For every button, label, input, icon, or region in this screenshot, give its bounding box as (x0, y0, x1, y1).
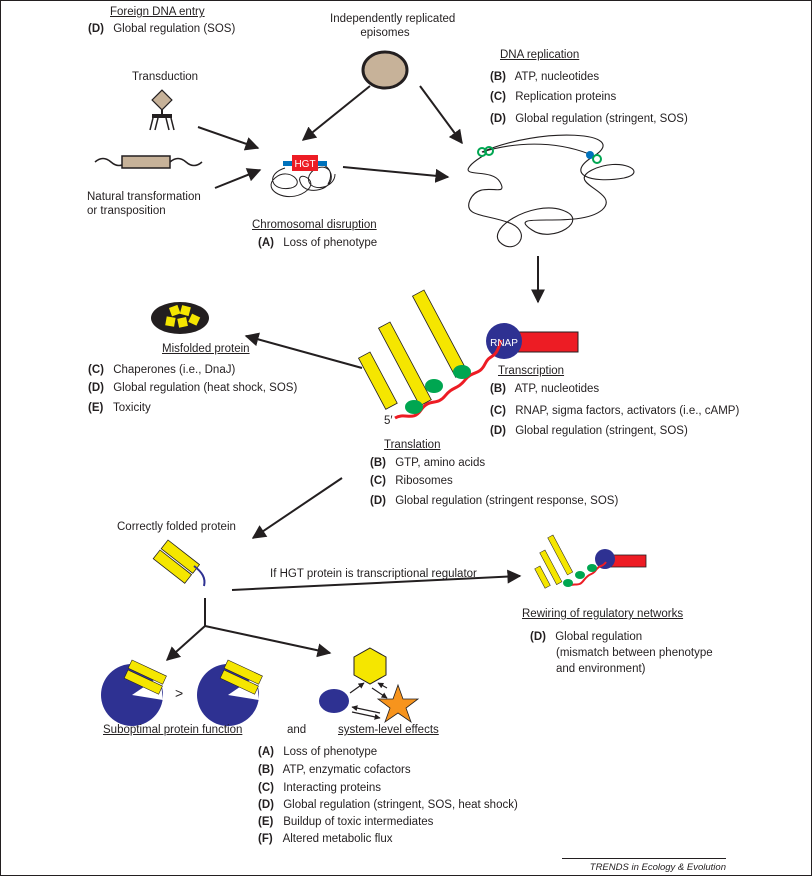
five-prime-label: 5′ (384, 415, 393, 427)
final-item-f: (F) Altered metabolic flux (258, 833, 393, 845)
rewiring-item-d: (D) Global regulation (530, 631, 643, 643)
rewiring-item-d-line2: (mismatch between phenotype (556, 647, 713, 659)
transduction-label: Transduction (132, 71, 199, 83)
transcription-item-d: (D) Global regulation (stringent, SOS) (490, 425, 688, 437)
final-item-c: (C) Interacting proteins (258, 782, 382, 794)
misfolded-protein-icon (151, 302, 209, 334)
episome-circle (361, 50, 409, 90)
enzyme-suboptimal-2 (197, 659, 263, 726)
transcription-item-b: (B) ATP, nucleotides (490, 383, 600, 395)
dna-fragment-icon (94, 155, 203, 169)
arrow-to-system-effects (204, 625, 332, 658)
final-item-e: (E) Buildup of toxic intermediates (258, 816, 434, 828)
final-item-a: (A) Loss of phenotype (258, 746, 378, 758)
misfolded-item-c: (C) Chaperones (i.e., DnaJ) (88, 364, 236, 376)
misfolded-protein-title: Misfolded protein (162, 343, 250, 355)
replicating-chromosome (467, 134, 635, 248)
foreign-entry-item-d: (D) Global regulation (SOS) (88, 23, 236, 35)
foreign-entry-title: Foreign DNA entry (110, 6, 205, 18)
dna-replication-item-d: (D) Global regulation (stringent, SOS) (490, 113, 688, 125)
chromosomal-item-a: (A) Loss of phenotype (258, 237, 378, 249)
misfolded-item-e: (E) Toxicity (88, 402, 151, 414)
transcription-item-c: (C) RNAP, sigma factors, activators (i.e… (490, 405, 740, 417)
correctly-folded-label: Correctly folded protein (117, 521, 236, 533)
arrow-episome-to-hgt (301, 85, 371, 141)
translation-item-c: (C) Ribosomes (370, 475, 453, 487)
arrow-transformation-to-hgt (214, 168, 262, 189)
journal-footer: TRENDS in Ecology & Evolution (562, 858, 726, 873)
if-hgt-regulator-label: If HGT protein is transcriptional regula… (270, 568, 477, 580)
arrow-translation-to-correct-protein (251, 477, 343, 539)
rewiring-title: Rewiring of regulatory networks (522, 608, 684, 620)
transcription-translation-complex (357, 289, 579, 420)
dna-replication-title: DNA replication (500, 49, 580, 61)
dna-replication-item-b: (B) ATP, nucleotides (490, 71, 600, 83)
correctly-folded-protein-icon (152, 539, 206, 587)
translation-item-d: (D) Global regulation (stringent respons… (370, 495, 619, 507)
greater-than-symbol: > (175, 685, 184, 701)
translation-item-b: (B) GTP, amino acids (370, 457, 486, 469)
phage-icon (149, 89, 175, 131)
misfolded-item-d: (D) Global regulation (heat shock, SOS) (88, 382, 298, 394)
final-item-b: (B) ATP, enzymatic cofactors (258, 764, 411, 776)
enzyme-suboptimal-1 (101, 659, 167, 726)
translation-title: Translation (384, 439, 441, 451)
chromosomal-disruption-title: Chromosomal disruption (252, 219, 377, 231)
rewiring-item-d-line3: and environment) (556, 663, 646, 675)
rewiring-complex-icon (534, 534, 647, 589)
chromosome-hgt (270, 155, 336, 197)
system-level-effects-label: system-level effects (338, 724, 439, 736)
arrow-hgt-to-replication (342, 166, 450, 183)
and-label: and (287, 724, 307, 736)
arrow-to-suboptimal (165, 625, 206, 661)
suboptimal-function-label: Suboptimal protein function (103, 724, 243, 736)
arrow-protein-to-rewiring (231, 569, 522, 591)
dna-replication-item-c: (C) Replication proteins (490, 91, 617, 103)
arrow-translation-to-misfolded (244, 332, 363, 369)
system-effects-icon (319, 647, 420, 724)
arrow-episome-to-replication (419, 85, 463, 145)
arrow-transduction-to-hgt (197, 126, 260, 151)
final-item-d: (D) Global regulation (stringent, SOS, h… (258, 799, 518, 811)
transcription-title: Transcription (498, 365, 565, 377)
